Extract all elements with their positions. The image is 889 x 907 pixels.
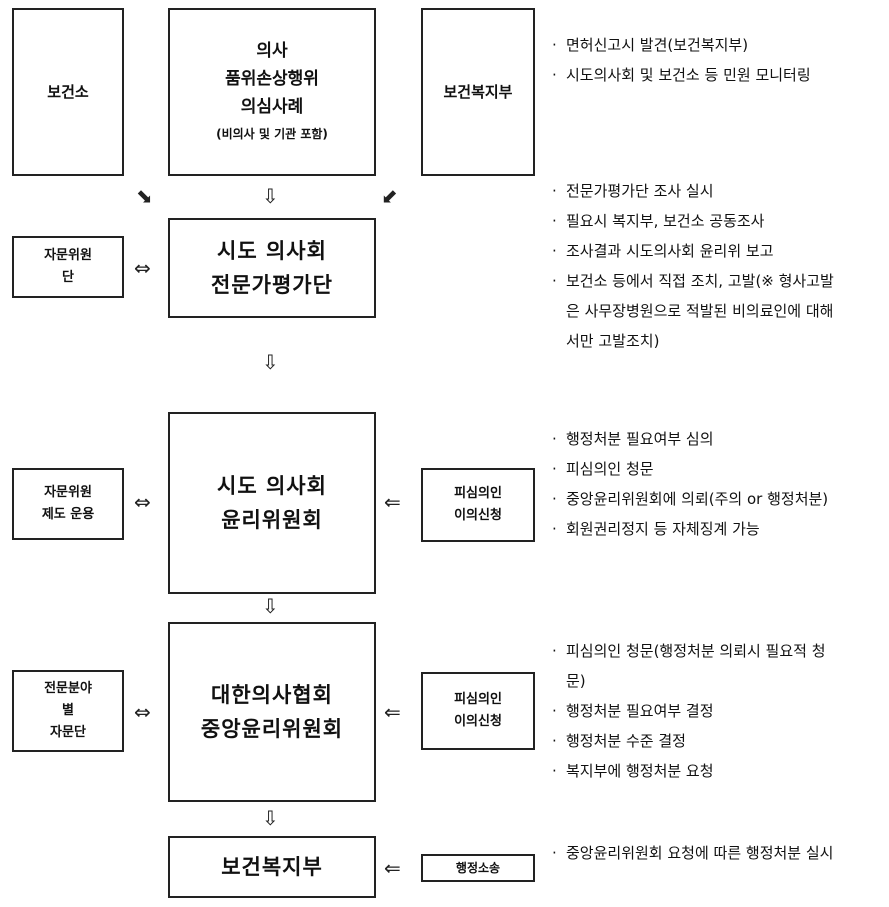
advisory3-line2: 별 — [62, 703, 74, 718]
suspect-line1: 의사 — [256, 41, 288, 61]
stage3-main-line2: 중앙윤리위원회 — [200, 717, 344, 741]
arrow-both-icon-1: ⇔ — [134, 256, 151, 280]
kma-central-ethics-committee-box: 대한의사협회 중앙윤리위원회 — [168, 622, 376, 802]
note-stage3-3: 행정처분 수준 결정 — [552, 726, 837, 756]
advisory1-line1: 자문위원 — [44, 248, 92, 263]
ministry-box-top: 보건복지부 — [421, 8, 535, 176]
suspect-line4: (비의사 및 기관 포함) — [216, 127, 328, 141]
city-medical-expert-panel-box: 시도 의사회 전문가평가단 — [168, 218, 376, 318]
admin-litigation-box: 행정소송 — [421, 854, 535, 882]
stage1-main-line1: 시도 의사회 — [217, 239, 327, 263]
advisory-committee-box-2: 자문위원 제도 운용 — [12, 468, 124, 540]
note-stage2-4: 회원권리정지 등 자체징계 가능 — [552, 514, 837, 544]
expert-advisory-group-box: 전문분야 별 자문단 — [12, 670, 124, 752]
note-stage3-4: 복지부에 행정처분 요청 — [552, 756, 837, 786]
arrow-down-icon-1: ⇩ — [262, 184, 279, 208]
appeal2-line2: 이의신청 — [454, 714, 502, 729]
arrow-both-icon-3: ⇔ — [134, 700, 151, 724]
arrow-left-icon-3: ⇐ — [384, 856, 401, 880]
public-health-center-label: 보건소 — [47, 83, 89, 101]
litigation-label: 행정소송 — [455, 861, 501, 875]
note-stage1-3: 조사결과 시도의사회 윤리위 보고 — [552, 236, 837, 266]
advisory2-line1: 자문위원 — [44, 485, 92, 500]
appeal1-line1: 피심의인 — [454, 486, 502, 501]
misconduct-suspect-box: 의사 품위손상행위 의심사례 (비의사 및 기관 포함) — [168, 8, 376, 176]
note-stage1-4: 보건소 등에서 직접 조치, 고발(※ 형사고발은 사무장병원으로 적발된 비의… — [552, 266, 837, 356]
stage2-main-line2: 윤리위원회 — [221, 508, 323, 532]
advisory1-line2: 단 — [62, 270, 74, 285]
stage4-main-label: 보건복지부 — [221, 855, 323, 879]
arrow-diag-left-icon: ⬋ — [381, 184, 398, 208]
note-top-2: 시도의사회 및 보건소 등 민원 모니터링 — [552, 60, 842, 90]
note-stage3-2: 행정처분 필요여부 결정 — [552, 696, 837, 726]
note-top-1: 면허신고시 발견(보건복지부) — [552, 30, 842, 60]
arrow-down-icon-2: ⇩ — [262, 350, 279, 374]
stage2-main-line1: 시도 의사회 — [217, 474, 327, 498]
appeal1-line2: 이의신청 — [454, 508, 502, 523]
note-stage2-3: 중앙윤리위원회에 의뢰(주의 or 행정처분) — [552, 484, 837, 514]
appeal-box-2: 피심의인 이의신청 — [421, 672, 535, 750]
stage1-main-line2: 전문가평가단 — [211, 273, 333, 297]
suspect-line2: 품위손상행위 — [225, 69, 319, 89]
arrow-diag-right-icon: ⬊ — [136, 184, 153, 208]
stage3-main-line1: 대한의사협회 — [211, 683, 333, 707]
note-stage3-1: 피심의인 청문(행정처분 의뢰시 필요적 청문) — [552, 636, 837, 696]
notes-stage3: 피심의인 청문(행정처분 의뢰시 필요적 청문) 행정처분 필요여부 결정 행정… — [552, 636, 837, 786]
advisory-committee-box-1: 자문위원 단 — [12, 236, 124, 298]
advisory3-line1: 전문분야 — [44, 681, 92, 696]
appeal2-line1: 피심의인 — [454, 692, 502, 707]
arrow-both-icon-2: ⇔ — [134, 490, 151, 514]
appeal-box-1: 피심의인 이의신청 — [421, 468, 535, 542]
city-medical-ethics-committee-box: 시도 의사회 윤리위원회 — [168, 412, 376, 594]
arrow-left-icon-1: ⇐ — [384, 490, 401, 514]
note-stage2-2: 피심의인 청문 — [552, 454, 837, 484]
arrow-down-icon-3: ⇩ — [262, 594, 279, 618]
notes-top: 면허신고시 발견(보건복지부) 시도의사회 및 보건소 등 민원 모니터링 — [552, 30, 842, 90]
arrow-down-icon-4: ⇩ — [262, 806, 279, 830]
ministry-box-bottom: 보건복지부 — [168, 836, 376, 898]
advisory3-line3: 자문단 — [50, 725, 86, 740]
note-stage1-2: 필요시 복지부, 보건소 공동조사 — [552, 206, 837, 236]
notes-stage2: 행정처분 필요여부 심의 피심의인 청문 중앙윤리위원회에 의뢰(주의 or 행… — [552, 424, 837, 544]
notes-stage4: 중앙윤리위원회 요청에 따른 행정처분 실시 — [552, 838, 837, 868]
arrow-left-icon-2: ⇐ — [384, 700, 401, 724]
ministry-top-label: 보건복지부 — [443, 83, 513, 101]
advisory2-line2: 제도 운용 — [41, 507, 95, 522]
note-stage1-1: 전문가평가단 조사 실시 — [552, 176, 837, 206]
suspect-line3: 의심사례 — [240, 97, 304, 117]
note-stage2-1: 행정처분 필요여부 심의 — [552, 424, 837, 454]
note-stage4-1: 중앙윤리위원회 요청에 따른 행정처분 실시 — [552, 838, 837, 868]
public-health-center-box: 보건소 — [12, 8, 124, 176]
notes-stage1: 전문가평가단 조사 실시 필요시 복지부, 보건소 공동조사 조사결과 시도의사… — [552, 176, 837, 356]
